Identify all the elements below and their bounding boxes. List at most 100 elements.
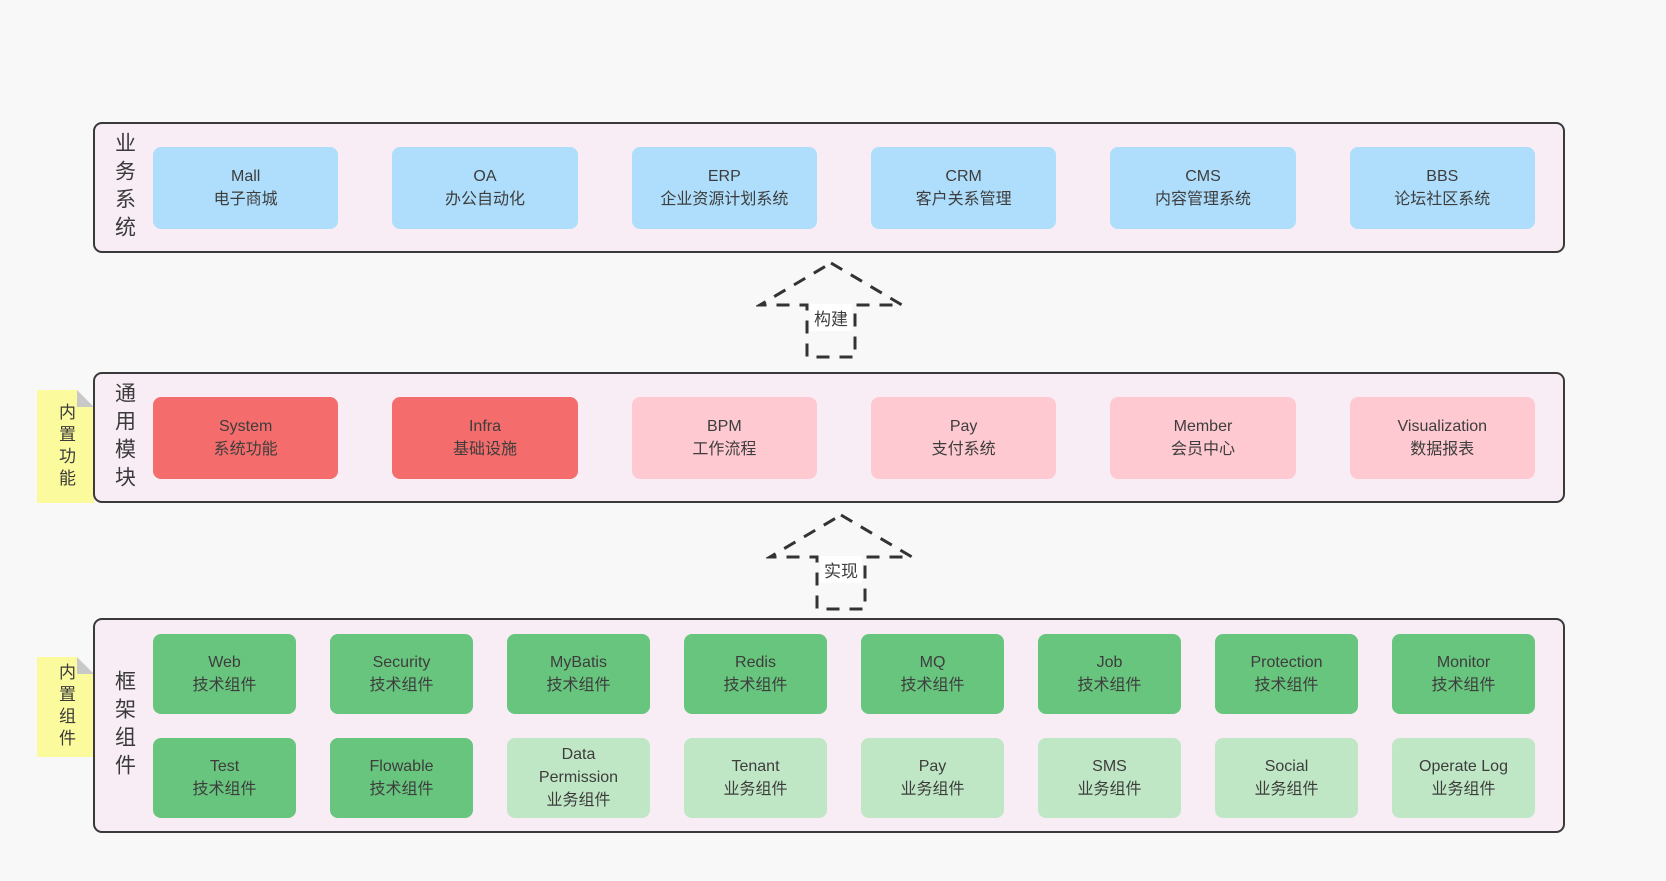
box-security: Security 技术组件: [330, 633, 473, 714]
box-title: CRM: [945, 167, 982, 185]
box-title: CMS: [1185, 167, 1221, 185]
box-title: Job: [1096, 653, 1123, 671]
box-subtitle: 内容管理系统: [1154, 190, 1251, 208]
box-subtitle: 技术组件: [192, 676, 257, 694]
box-title: Data Permission: [538, 746, 619, 786]
box-title: MQ: [919, 653, 946, 671]
box-title: SMS: [1092, 757, 1127, 775]
box-bpm: BPM 工作流程: [631, 396, 817, 479]
box-row: Test 技术组件 Flowable 技术组件 Data Permission …: [153, 737, 1535, 818]
box-subtitle: 技术组件: [369, 780, 434, 798]
sticky-note-builtin-features: 内置功能: [37, 390, 94, 503]
box-subtitle: 业务组件: [723, 780, 788, 798]
box-row: Mall 电子商城 OA 办公自动化 ERP 企业资源计划系统 CRM 客户关系…: [153, 146, 1535, 229]
box-title: Operate Log: [1419, 757, 1508, 775]
box-title: BPM: [706, 417, 742, 435]
box-sms: SMS 业务组件: [1038, 737, 1181, 818]
box-data-permission: Data Permission 业务组件: [507, 737, 650, 818]
box-title: ERP: [707, 167, 741, 185]
box-oa: OA 办公自动化: [392, 146, 578, 229]
box-subtitle: 支付系统: [931, 440, 996, 458]
box-mall: Mall 电子商城: [153, 146, 339, 229]
box-subtitle: 业务组件: [1254, 780, 1319, 798]
box-web: Web 技术组件: [153, 633, 296, 714]
section-framework-components: 框架组件 Web 技术组件 Security 技术组件 MyBatis 技术组件…: [93, 618, 1565, 833]
box-title: Protection: [1250, 653, 1323, 671]
box-row: Web 技术组件 Security 技术组件 MyBatis 技术组件 Redi…: [153, 633, 1535, 714]
box-subtitle: 工作流程: [692, 440, 757, 458]
box-subtitle: 数据报表: [1410, 440, 1475, 458]
box-subtitle: 技术组件: [1077, 676, 1142, 694]
box-subtitle: 技术组件: [900, 676, 965, 694]
box-job: Job 技术组件: [1038, 633, 1181, 714]
box-title: Tenant: [731, 757, 780, 775]
sticky-note-text: 内置功能: [56, 402, 75, 491]
box-subtitle: 业务组件: [546, 792, 611, 809]
box-title: Security: [372, 653, 431, 671]
box-row: System 系统功能 Infra 基础设施 BPM 工作流程 Pay 支付系统…: [153, 396, 1535, 479]
box-social: Social 业务组件: [1215, 737, 1358, 818]
box-subtitle: 技术组件: [192, 780, 257, 798]
box-protection: Protection 技术组件: [1215, 633, 1358, 714]
box-title: Member: [1173, 417, 1233, 435]
arrow-up-implement: 实现: [766, 512, 916, 612]
sticky-note-builtin-components: 内置组件: [37, 657, 94, 757]
box-system: System 系统功能: [153, 396, 339, 479]
box-subtitle: 技术组件: [723, 676, 788, 694]
section-boxes: System 系统功能 Infra 基础设施 BPM 工作流程 Pay 支付系统…: [153, 396, 1535, 479]
sticky-note-text: 内置组件: [56, 663, 75, 751]
box-bbs: BBS 论坛社区系统: [1349, 146, 1535, 229]
box-title: Pay: [949, 417, 978, 435]
box-title: Test: [209, 757, 240, 775]
section-common-modules: 通用模块 System 系统功能 Infra 基础设施 BPM 工作流程 Pay…: [93, 372, 1565, 503]
arrow-build-label: 构建: [810, 304, 852, 331]
box-subtitle: 技术组件: [546, 676, 611, 694]
box-title: Monitor: [1436, 653, 1491, 671]
box-subtitle: 业务组件: [1431, 780, 1496, 798]
box-member: Member 会员中心: [1110, 396, 1296, 479]
box-subtitle: 系统功能: [213, 440, 278, 458]
box-pay-business: Pay 业务组件: [861, 737, 1004, 818]
box-mybatis: MyBatis 技术组件: [507, 633, 650, 714]
box-subtitle: 企业资源计划系统: [660, 190, 789, 208]
box-visualization: Visualization 数据报表: [1349, 396, 1535, 479]
box-tenant: Tenant 业务组件: [684, 737, 827, 818]
box-title: BBS: [1426, 167, 1459, 185]
section-label-business: 业务系统: [112, 131, 136, 244]
box-subtitle: 业务组件: [1077, 780, 1142, 798]
box-title: MyBatis: [550, 653, 607, 671]
box-title: Pay: [918, 757, 947, 775]
box-title: System: [218, 417, 273, 435]
box-test: Test 技术组件: [153, 737, 296, 818]
section-boxes: Web 技术组件 Security 技术组件 MyBatis 技术组件 Redi…: [153, 633, 1535, 818]
box-title: OA: [473, 167, 497, 185]
box-subtitle: 办公自动化: [444, 190, 525, 208]
section-boxes: Mall 电子商城 OA 办公自动化 ERP 企业资源计划系统 CRM 客户关系…: [153, 146, 1535, 229]
box-monitor: Monitor 技术组件: [1392, 633, 1535, 714]
arrow-implement-label: 实现: [820, 556, 862, 583]
box-subtitle: 电子商城: [213, 190, 278, 208]
box-subtitle: 技术组件: [1254, 676, 1319, 694]
box-subtitle: 技术组件: [1431, 676, 1496, 694]
box-title: Visualization: [1397, 417, 1488, 435]
box-title: Flowable: [369, 757, 434, 775]
box-title: Infra: [468, 417, 501, 435]
box-subtitle: 客户关系管理: [915, 190, 1012, 208]
box-mq: MQ 技术组件: [861, 633, 1004, 714]
box-pay: Pay 支付系统: [870, 396, 1057, 479]
box-subtitle: 技术组件: [369, 676, 434, 694]
box-title: Mall: [230, 167, 261, 185]
box-flowable: Flowable 技术组件: [330, 737, 473, 818]
box-cms: CMS 内容管理系统: [1110, 146, 1296, 229]
box-title: Redis: [735, 653, 776, 671]
box-crm: CRM 客户关系管理: [870, 146, 1057, 229]
section-label-components: 框架组件: [112, 669, 136, 782]
box-subtitle: 论坛社区系统: [1394, 190, 1491, 208]
box-title: Web: [208, 653, 241, 671]
box-infra: Infra 基础设施: [392, 396, 578, 479]
box-subtitle: 会员中心: [1170, 440, 1235, 458]
box-redis: Redis 技术组件: [684, 633, 827, 714]
box-title: Social: [1264, 757, 1309, 775]
arrow-up-build: 构建: [756, 260, 906, 360]
